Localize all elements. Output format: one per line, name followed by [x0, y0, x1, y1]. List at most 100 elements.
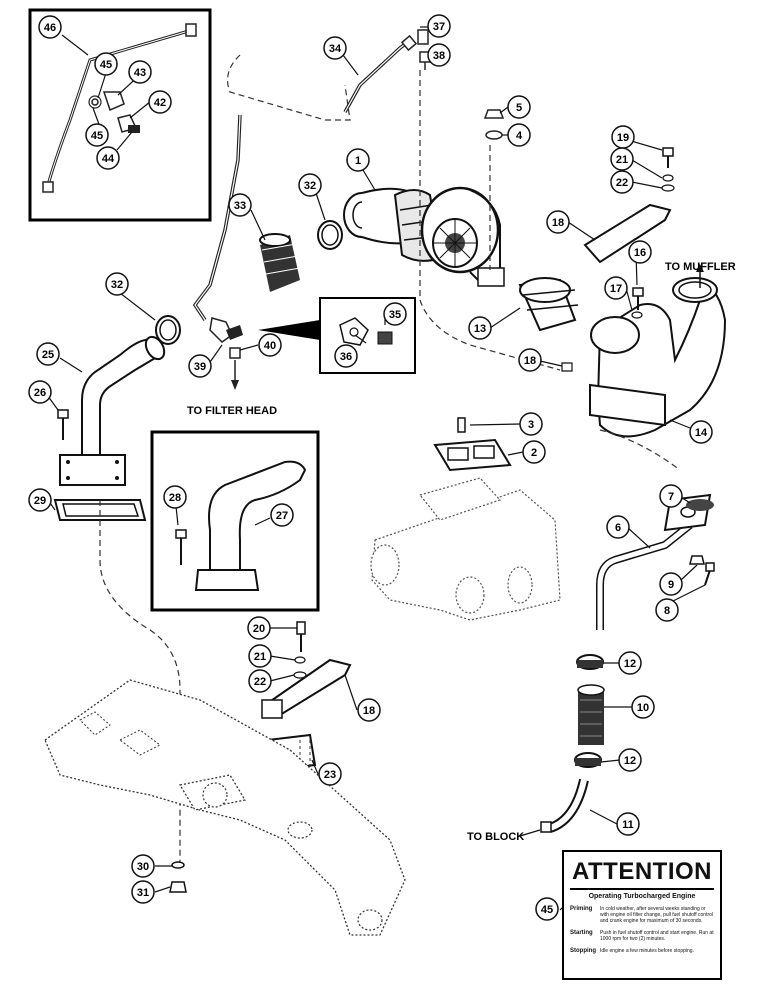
callout-25: 25: [36, 342, 60, 366]
attention-title: ATTENTION: [571, 858, 713, 885]
callout-label: 46: [44, 22, 56, 34]
callout-44: 44: [96, 146, 120, 170]
callout-27: 27: [270, 503, 294, 527]
callout-15: 16: [628, 240, 652, 264]
callout-label: 34: [329, 43, 342, 55]
callout-21-bottom: 21: [248, 644, 272, 668]
callout-11: 11: [616, 812, 640, 836]
callout-30: 30: [131, 854, 155, 878]
callout-label: 2: [531, 447, 537, 459]
callout-label: 11: [622, 819, 634, 831]
attention-subtitle: Operating Turbocharged Engine: [588, 893, 696, 900]
callout-label: 21: [616, 154, 628, 166]
callout-label: 14: [695, 427, 708, 439]
callout-label: 1: [355, 155, 361, 167]
callout-label: 22: [616, 177, 628, 189]
callout-label: 40: [264, 340, 276, 352]
callout-35: 35: [383, 302, 407, 326]
callout-22-bottom: 22: [248, 669, 272, 693]
callout-21-top: 21: [610, 147, 634, 171]
starting-heading: Starting: [570, 930, 593, 936]
priming-heading: Priming: [570, 906, 593, 912]
callout-32-top: 32: [298, 173, 322, 197]
alternate-elbow-inset: [150, 430, 320, 612]
callout-label: 30: [137, 861, 149, 873]
callout-label: 21: [254, 651, 266, 663]
stopping-text: Idle engine a few minutes before stoppin…: [600, 948, 694, 954]
callout-1: 1: [346, 148, 370, 172]
callout-label: 5: [516, 102, 522, 114]
callout-5: 5: [507, 95, 531, 119]
callout-label: 45: [541, 904, 553, 916]
callout-label: 20: [253, 623, 265, 635]
callout-label: 39: [194, 361, 206, 373]
callout-28: 28: [163, 485, 187, 509]
callout-label: 44: [102, 153, 115, 165]
callout-label: 32: [111, 279, 123, 291]
callout-label: 13: [474, 323, 486, 335]
callout-label: 45: [91, 130, 103, 142]
starting-text: Push in fuel shutoff control and start e…: [600, 930, 714, 942]
callout-label: 31: [137, 887, 149, 899]
callout-46: 45: [94, 52, 118, 76]
callout-label: 27: [276, 510, 288, 522]
callout-19: 19: [611, 125, 635, 149]
callout-label: 6: [615, 522, 621, 534]
callout-label: 7: [668, 491, 674, 503]
callout-41: 46: [38, 15, 62, 39]
callout-label: 19: [617, 132, 629, 144]
callout-label: 22: [254, 676, 266, 688]
callout-45: 45: [85, 123, 109, 147]
sleeve-and-clamps: [155, 220, 343, 345]
callout-13: 13: [468, 316, 492, 340]
callout-20: 20: [247, 616, 271, 640]
intake-manifold-lower: [44, 679, 406, 936]
to-filter-head-label: TO FILTER HEAD: [187, 405, 277, 417]
exhaust-manifold-center: [370, 477, 561, 621]
callout-label: 38: [433, 50, 445, 62]
callout-label: 18: [552, 217, 564, 229]
callout-34: 34: [323, 36, 347, 60]
callout-32-left: 32: [105, 272, 129, 296]
callout-label: 26: [34, 387, 46, 399]
callout-label: 8: [664, 605, 670, 617]
callout-26: 26: [28, 380, 52, 404]
callout-18-top: 18: [546, 210, 570, 234]
oil-line-inset: [28, 8, 212, 222]
callout-label: 25: [42, 349, 54, 361]
callout-label: 10: [637, 702, 649, 714]
callout-9: 9: [659, 572, 683, 596]
callout-29: 29: [28, 488, 52, 512]
attention-decal: ATTENTION Operating Turbocharged Engine …: [562, 850, 722, 980]
callout-label: 18: [363, 705, 375, 717]
to-muffler-label: TO MUFFLER: [665, 261, 736, 273]
callout-label: 36: [340, 351, 352, 363]
callout-label: 45: [100, 59, 112, 71]
callout-label: 12: [624, 658, 636, 670]
callout-14: 14: [689, 420, 713, 444]
callout-label: 28: [169, 492, 181, 504]
to-block-label: TO BLOCK: [467, 831, 524, 843]
callout-6: 6: [606, 515, 630, 539]
stopping-heading: Stopping: [570, 948, 596, 954]
callout-43: 43: [128, 60, 152, 84]
callout-4: 4: [507, 123, 531, 147]
attention-stopping: Stopping Idle engine a few minutes befor…: [570, 948, 714, 954]
callouts: 46 45 43 42 45 44 34 37 38 5 4 1 32 33 3…: [28, 14, 713, 921]
attention-starting: Starting Push in fuel shutoff control an…: [570, 930, 714, 942]
callout-36: 36: [334, 344, 358, 368]
callout-8: 8: [655, 598, 679, 622]
callout-label: 17: [610, 283, 622, 295]
attention-priming: Priming In cold weather, after several w…: [570, 906, 714, 924]
callout-label: 18: [524, 355, 536, 367]
callout-3: 3: [519, 412, 543, 436]
callout-label: 37: [433, 21, 445, 33]
callout-10: 10: [631, 695, 655, 719]
exhaust-elbow: [589, 277, 727, 438]
turbocharger-assembly: [343, 186, 505, 287]
callout-label: 4: [516, 130, 523, 142]
callout-2: 2: [522, 440, 546, 464]
callout-label: 3: [528, 419, 534, 431]
elbow-pipe-left: [59, 335, 166, 486]
callout-42: 42: [148, 90, 172, 114]
